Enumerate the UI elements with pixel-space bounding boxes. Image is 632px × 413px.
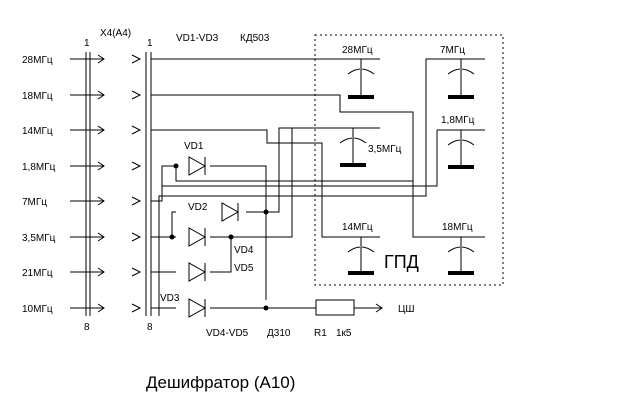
capacitor-14mhz: 14МГц <box>342 222 375 275</box>
connector-rails <box>85 52 152 316</box>
diode-vd3 <box>188 298 207 318</box>
pin-label: 18МГц <box>22 91 53 102</box>
vd2-label: VD2 <box>188 202 208 213</box>
header-diode-type: КД503 <box>240 33 270 44</box>
pin-label: 28МГц <box>22 55 53 66</box>
cap-label: 18МГц <box>442 222 473 233</box>
diode-vd2 <box>221 202 240 222</box>
capacitor-3-5mhz: 3,5МГц <box>339 128 402 167</box>
vd5-label: VD5 <box>234 263 254 274</box>
bus-wires <box>151 58 485 316</box>
diode-vd4 <box>188 227 207 247</box>
gpd-box <box>314 34 504 286</box>
pin-label: 7МГц <box>22 197 47 208</box>
vd1-label: VD1 <box>184 141 204 152</box>
resistor-r1 <box>315 299 355 316</box>
cap-label: 7МГц <box>440 45 465 56</box>
connector-pin-labels: 28МГц 18МГц 14МГц 1,8МГц 7МГц 3,5МГц 21М… <box>22 55 56 315</box>
vd4-vd5-label: VD4-VD5 <box>206 328 249 339</box>
capacitor-1-8mhz: 1,8МГц <box>441 115 475 169</box>
pin-label: 1,8МГц <box>22 162 56 173</box>
pin-label: 3,5МГц <box>22 233 56 244</box>
pin-arrows <box>70 54 142 313</box>
diagram-caption: Дешифратор (А10) <box>146 373 295 392</box>
header-diodes: VD1-VD3 <box>176 33 219 44</box>
connector-name: X4(A4) <box>100 28 131 39</box>
capacitor-28mhz: 28МГц <box>342 45 375 99</box>
capacitor-18mhz: 18МГц <box>442 222 475 275</box>
vd4-label: VD4 <box>234 245 254 256</box>
d310-label: Д310 <box>267 328 291 339</box>
bus-pin-bottom: 8 <box>147 322 153 333</box>
pin-label: 10МГц <box>22 304 53 315</box>
connector-pin-top: 1 <box>84 38 90 49</box>
vd3-label: VD3 <box>160 293 180 304</box>
bus-pin-top: 1 <box>147 38 153 49</box>
diode-vd1 <box>188 156 207 176</box>
cap-label: 3,5МГц <box>368 144 402 155</box>
r1-value-label: 1к5 <box>336 328 352 339</box>
capacitor-7mhz: 7МГц <box>440 45 475 99</box>
cap-label: 28МГц <box>342 45 373 56</box>
output-label: ЦШ <box>398 304 415 315</box>
diode-vd5 <box>188 262 207 282</box>
pin-label: 14МГц <box>22 126 53 137</box>
connector-pin-bottom: 8 <box>84 322 90 333</box>
gpd-label: ГПД <box>384 252 419 272</box>
r1-label: R1 <box>314 328 327 339</box>
cap-label: 14МГц <box>342 222 373 233</box>
junctions <box>169 163 269 311</box>
cap-label: 1,8МГц <box>441 115 475 126</box>
pin-label: 21МГц <box>22 268 53 279</box>
